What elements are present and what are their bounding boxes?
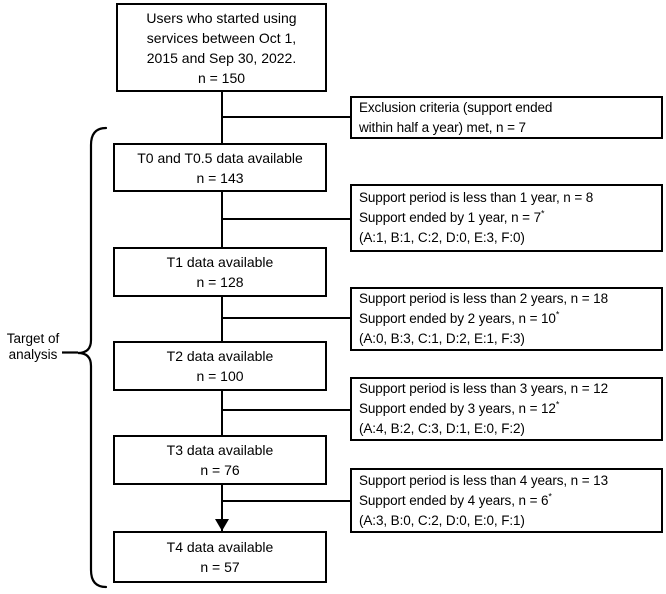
year4-asterisk: * [548,491,552,501]
flow-box-t1: T1 data available n = 128 [113,247,327,297]
dropout-box-year2: Support period is less than 2 years, n =… [350,287,663,351]
t1-line1: T1 data available [166,254,274,270]
dropout-box-year3: Support period is less than 3 years, n =… [350,377,663,441]
target-label-line2: analysis [8,346,58,362]
year1-line2: Support ended by 1 year, n = 7* [359,208,661,228]
flow-box-t2: T2 data available n = 100 [113,341,327,391]
t4-line1: T4 data available [166,539,274,555]
t2-line1: T2 data available [166,348,274,364]
t3-line2: n = 76 [200,462,240,478]
year3-line3: (A:4, B:2, C:3, D:1, E:0, F:2) [359,421,525,436]
branch-line-year3 [222,409,350,411]
down-arrowhead-icon [215,519,229,531]
year1-asterisk: * [541,208,545,219]
exclusion-box: Exclusion criteria (support ended within… [350,96,663,139]
t05-line1: T0 and T0.5 data available [137,149,303,166]
start-line4: n = 150 [197,69,246,86]
target-of-analysis-label: Target of analysis [0,331,66,362]
main-connector-vline [221,91,223,532]
dropout-box-year4: Support period is less than 4 years, n =… [350,468,663,533]
start-line3: 2015 and Sep 30, 2022. [146,49,297,66]
branch-line-exclusion [222,116,350,118]
t2-line2: n = 100 [196,368,244,384]
branch-line-year2 [222,317,350,319]
dropout-box-year1: Support period is less than 1 year, n = … [350,184,663,252]
branch-line-year4 [222,500,350,502]
year1-line1: Support period is less than 1 year, n = … [359,190,594,205]
year1-line3: (A:1, B:1, C:2, D:0, E:3, F:0) [359,230,525,245]
year3-asterisk: * [555,399,560,410]
exclusion-line1: Exclusion criteria (support ended [359,99,553,115]
year1-line2-text: Support ended by 1 year, n = 7 [359,210,542,225]
t1-line2: n = 128 [196,274,244,290]
branch-line-year1 [222,218,350,220]
t3-line1: T3 data available [166,442,274,458]
start-line2: services between Oct 1, [146,29,297,46]
year2-line2-text: Support ended by 2 years, n = 10 [359,311,556,326]
t05-line2: n = 143 [196,169,244,186]
year4-line2-text: Support ended by 4 years, n = 6 [359,492,549,508]
year3-line2: Support ended by 3 years, n = 12* [359,399,661,419]
year2-asterisk: * [555,309,560,320]
flow-box-t0-t05: T0 and T0.5 data available n = 143 [113,143,327,192]
year3-line2-text: Support ended by 3 years, n = 12 [359,401,556,416]
start-line1: Users who started using [146,9,297,26]
exclusion-line2: within half a year) met, n = 7 [359,119,526,135]
year3-line1: Support period is less than 3 years, n =… [359,381,608,396]
year2-line2: Support ended by 2 years, n = 10* [359,309,661,329]
year4-line2: Support ended by 4 years, n = 6* [359,491,661,511]
year2-line3: (A:0, B:3, C:1, D:2, E:1, F:3) [359,331,525,346]
year4-line1: Support period is less than 4 years, n =… [359,472,608,488]
flow-box-t4: T4 data available n = 57 [113,531,327,583]
t4-line2: n = 57 [200,559,240,575]
target-label-line1: Target of [6,331,60,346]
year4-line3: (A:3, B:0, C:2, D:0, E:0, F:1) [359,512,525,528]
year2-line1: Support period is less than 2 years, n =… [359,291,608,306]
flow-box-start: Users who started using services between… [116,3,327,92]
flow-box-t3: T3 data available n = 76 [113,435,327,485]
target-of-analysis-brace [62,126,108,589]
